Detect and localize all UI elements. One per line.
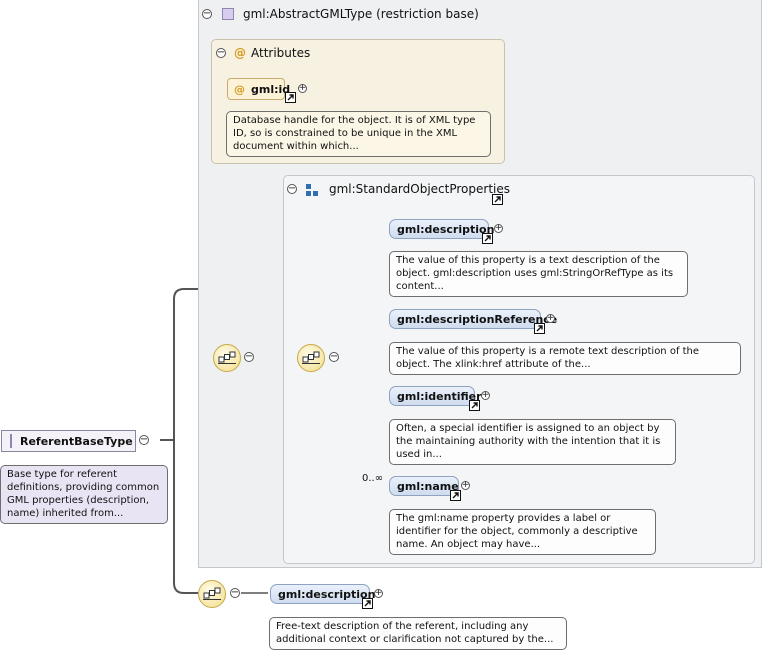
arrow-link-icon[interactable] [362,598,373,609]
attribute-at-icon: @ [234,46,246,60]
sequence-compositor-icon[interactable] [198,580,226,608]
group-title: gml:StandardObjectProperties [329,182,511,196]
attribute-at-icon: @ [234,82,245,96]
arrow-link-icon[interactable] [482,233,493,244]
type-square-icon [222,8,234,20]
attribute-name: gml:id [251,82,291,96]
element-expand-button[interactable]: + [481,390,490,400]
attribute-gml-id[interactable]: @ gml:id [227,78,290,100]
element-expand-button[interactable]: + [461,480,470,490]
element-doc: The value of this property is a remote t… [389,342,741,375]
arrow-link-icon[interactable] [469,400,480,411]
element-expand-button[interactable]: + [494,223,503,233]
root-collapse-button[interactable]: − [139,434,149,445]
element-gml-description-reference[interactable]: gml:descriptionReference [389,309,557,329]
occurrence-label: 0..∞ [362,473,384,484]
attribute-expand-button[interactable]: + [298,83,307,93]
group-blocks-icon [306,184,319,200]
sequence-compositor-icon[interactable] [297,344,325,372]
sequence-compositor-icon[interactable] [213,344,241,372]
element-expand-button[interactable]: + [374,588,383,598]
sequence-collapse-button[interactable]: − [230,587,240,598]
element-doc: The value of this property is a text des… [389,251,688,297]
element-doc: Free-text description of the referent, i… [269,617,567,650]
root-type-name: ReferentBaseType [20,434,133,448]
element-gml-identifier[interactable]: gml:identifier [389,386,482,406]
arrow-link-icon[interactable] [285,92,296,103]
group-collapse-button[interactable]: − [287,183,297,194]
arrow-link-icon[interactable] [450,490,461,501]
root-type-doc: Base type for referent definitions, prov… [0,465,168,524]
element-gml-description[interactable]: gml:description [389,219,494,239]
restriction-collapse-button[interactable]: − [202,8,212,19]
attribute-gml-id-doc: Database handle for the object. It is of… [226,111,491,157]
attributes-collapse-button[interactable]: − [216,47,226,58]
referent-base-type-node[interactable]: ReferentBaseType [1,430,136,452]
type-square-icon [10,434,12,448]
element-doc: Often, a special identifier is assigned … [389,419,676,465]
element-expand-button[interactable]: + [546,313,555,323]
attributes-title: Attributes [251,46,311,60]
restriction-title: gml:AbstractGMLType (restriction base) [243,7,479,21]
sequence-collapse-button[interactable]: − [329,351,339,362]
arrow-link-icon[interactable] [492,194,503,205]
arrow-link-icon[interactable] [534,323,545,334]
sequence-collapse-button[interactable]: − [244,351,254,362]
element-gml-name[interactable]: gml:name [389,476,459,496]
element-gml-description[interactable]: gml:description [270,584,375,604]
element-doc: The gml:name property provides a label o… [389,509,656,555]
